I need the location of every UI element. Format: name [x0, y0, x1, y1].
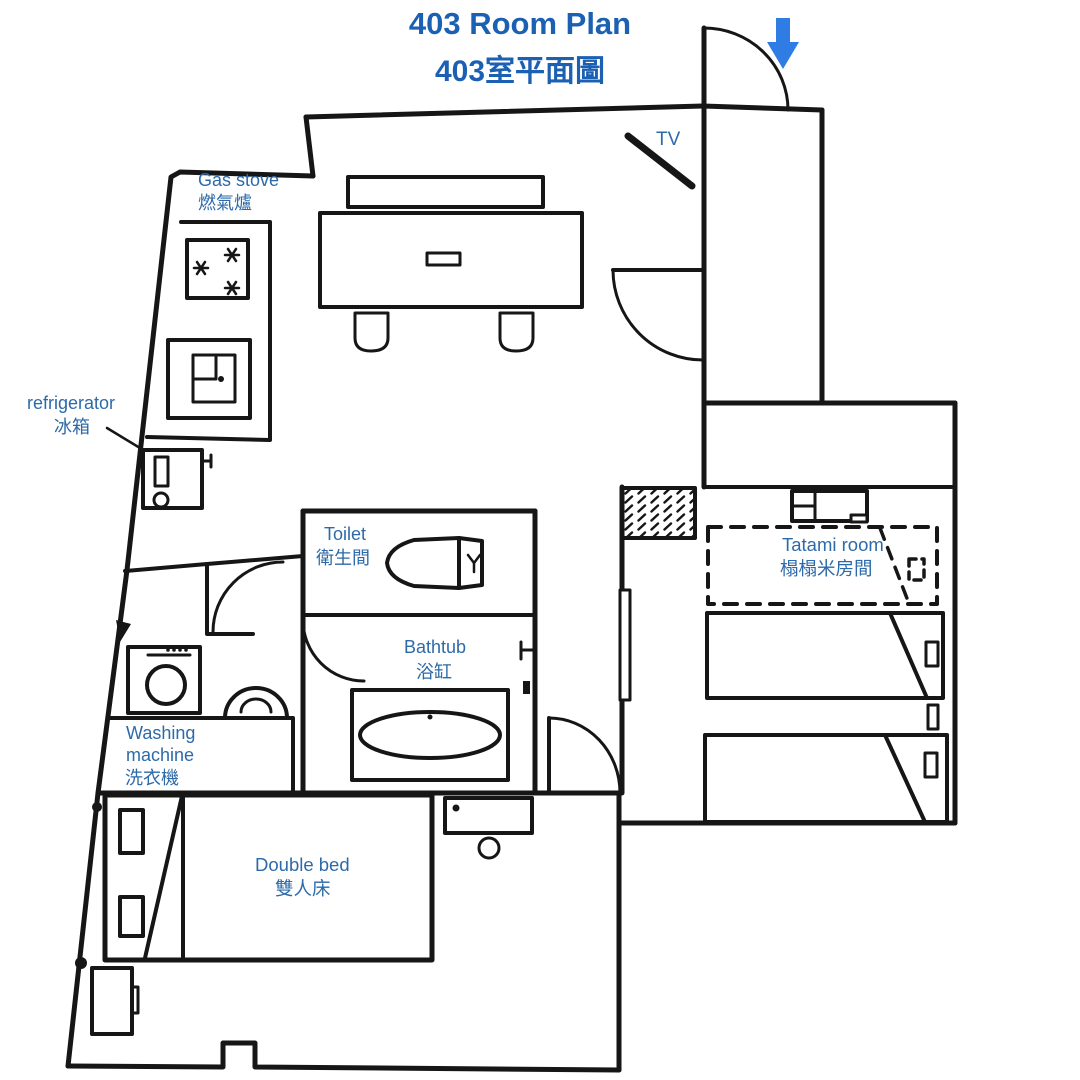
label-washing-machine-en1: Washing — [126, 723, 196, 743]
outer-walls — [65, 103, 958, 1073]
living-room-door — [611, 268, 706, 362]
label-tv: TV — [656, 129, 681, 150]
kitchen-counter — [145, 220, 272, 442]
label-tatami-room-en: Tatami room — [782, 534, 884, 555]
tatami-area-dashed — [706, 525, 939, 606]
entrance-door — [702, 26, 790, 112]
page-title-en: 403 Room Plan — [408, 6, 632, 41]
tv-icon — [624, 132, 696, 190]
label-refrigerator-en: refrigerator — [27, 393, 116, 413]
bath-faucet — [519, 640, 537, 694]
washing-machine — [126, 645, 202, 715]
toilet-fixture — [385, 536, 484, 590]
sliding-door-jamb — [618, 588, 632, 702]
bathroom-door — [301, 618, 366, 683]
label-tatami-room-zh: 榻榻米房間 — [780, 558, 873, 579]
nightstand — [90, 966, 140, 1036]
floor-drain-dome — [223, 686, 289, 720]
label-bathtub-en: Bathtub — [404, 637, 467, 657]
bathtub — [350, 688, 510, 782]
entrance-arrow-icon — [767, 18, 799, 69]
dining-table-set — [318, 211, 584, 353]
page-title-zh: 403室平面圖 — [434, 55, 606, 88]
vanity — [443, 796, 534, 860]
gas-stove — [185, 238, 250, 300]
label-toilet-zh: 衛生間 — [316, 548, 370, 568]
label-washing-machine-en2: machine — [126, 745, 195, 765]
label-bathtub-zh: 浴缸 — [416, 662, 452, 682]
single-bed-1 — [705, 611, 945, 700]
single-bed-2 — [703, 733, 949, 824]
label-gas-stove-zh: 燃氣爐 — [198, 193, 252, 213]
label-refrigerator-zh: 冰箱 — [54, 417, 90, 437]
bedroom-hall-door — [547, 716, 622, 795]
double-bed — [102, 792, 435, 963]
hall-closet-door — [211, 560, 285, 634]
label-gas-stove-en: Gas stove — [198, 170, 280, 190]
hatched-shaft — [620, 486, 697, 540]
refrigerator — [105, 426, 213, 510]
wall-joint-dots — [75, 802, 102, 969]
kitchen-sink — [166, 338, 252, 420]
tatami-closet — [790, 489, 869, 524]
bedside-table — [926, 703, 940, 731]
wall-switch-wedge — [116, 620, 131, 642]
label-double-bed-en: Double bed — [255, 854, 350, 875]
label-double-bed-zh: 雙人床 — [275, 878, 331, 899]
label-toilet-en: Toilet — [324, 524, 367, 544]
wall-shelf — [346, 175, 545, 209]
label-washing-machine-zh: 洗衣機 — [125, 768, 179, 788]
